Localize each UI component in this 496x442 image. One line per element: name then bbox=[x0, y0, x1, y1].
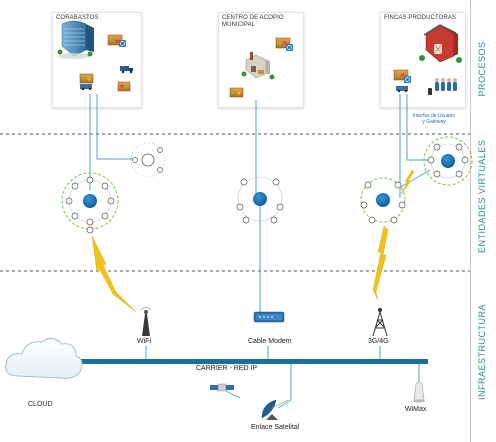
virtual-node bbox=[253, 192, 267, 206]
building-icon bbox=[57, 20, 94, 59]
link-line bbox=[398, 169, 431, 189]
crate-icon bbox=[229, 87, 244, 98]
link-line bbox=[406, 94, 432, 161]
crate-icon bbox=[80, 84, 92, 91]
side-rule bbox=[470, 0, 471, 442]
virtual-entity-cluster bbox=[130, 142, 166, 178]
crate-icon bbox=[393, 69, 411, 83]
cable-modem-icon bbox=[253, 311, 285, 323]
process-box-title: CORABASTOS bbox=[56, 15, 99, 21]
virtual-node bbox=[376, 193, 390, 207]
virtual-entity-cluster bbox=[236, 176, 284, 224]
wifi-antenna-icon bbox=[140, 307, 152, 336]
link-line bbox=[96, 94, 135, 160]
virtual-node bbox=[141, 153, 155, 167]
virtual-entity-cluster bbox=[360, 177, 406, 224]
satellite-icon bbox=[210, 383, 241, 399]
wimax-tower-icon bbox=[413, 381, 425, 403]
virtual-entity-cluster bbox=[61, 172, 119, 234]
cable-modem-label: Cable Modem bbox=[248, 338, 292, 345]
phone-icon bbox=[428, 88, 432, 95]
wireless-link-icon bbox=[372, 225, 389, 301]
cloud-label: CLOUD bbox=[28, 401, 53, 408]
people-icon bbox=[435, 78, 457, 91]
cellular-label: 3G/4G bbox=[368, 338, 389, 345]
virtual-entity-cluster bbox=[423, 136, 473, 186]
satellite-label: Enlace Satelital bbox=[251, 424, 300, 431]
crate-icon bbox=[396, 86, 408, 93]
virtual-node bbox=[441, 154, 455, 168]
process-box-title: FINCAS PRODUCTORAS bbox=[384, 15, 457, 21]
process-box-title: CENTRO DE ACOPIO MUNICIPAL bbox=[222, 15, 284, 28]
satellite-dish-icon bbox=[261, 399, 292, 420]
interface-note: Interfaz de Usuario y Gateway bbox=[412, 113, 456, 125]
virtual-node bbox=[83, 194, 97, 208]
wireless-link-icon bbox=[91, 235, 137, 313]
crate-icon bbox=[275, 37, 293, 51]
crate-icon bbox=[79, 73, 94, 84]
crate-icon bbox=[107, 34, 126, 47]
carrier-bus bbox=[52, 359, 428, 364]
barn-icon bbox=[419, 24, 462, 63]
wireless-link-icon bbox=[400, 169, 415, 195]
wimax-label: WiMax bbox=[405, 406, 427, 413]
warehouse-icon bbox=[241, 52, 275, 80]
truck-icon bbox=[120, 66, 133, 74]
wifi-label: WiFi bbox=[137, 338, 151, 345]
crate-icon bbox=[117, 81, 131, 92]
carrier-label: CARRIER - RED IP bbox=[196, 365, 258, 372]
cloud-icon bbox=[5, 338, 83, 379]
cell-tower-icon bbox=[372, 308, 388, 337]
